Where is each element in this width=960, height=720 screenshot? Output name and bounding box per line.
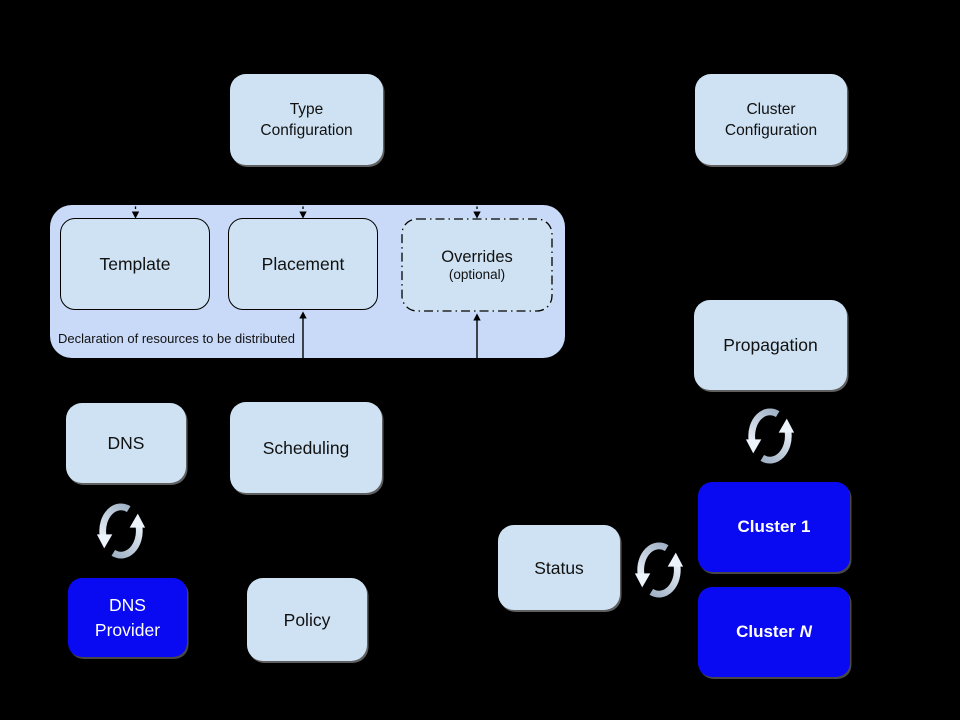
node-dns: DNS [66,403,186,483]
node-cluster-1: Cluster 1 [698,482,850,572]
overrides-label: Overrides [441,248,513,266]
node-dns-provider: DNS Provider [68,578,187,657]
node-type-configuration: Type Configuration [230,74,383,165]
overrides-sublabel: (optional) [448,267,506,282]
node-overrides: Overrides (optional) [401,218,553,312]
node-placement: Placement [228,218,378,310]
resource-declaration-group: Template Placement Overrides (optional) … [50,205,565,358]
cluster-n-prefix: Cluster [736,622,795,641]
node-template: Template [60,218,210,310]
cluster-1-prefix: Cluster [737,517,797,536]
declaration-note: Declaration of resources to be distribut… [58,331,296,346]
sync-cycle-icon [94,495,148,567]
sync-cycle-icon [743,400,797,472]
node-policy: Policy [247,578,367,661]
cluster-1-suffix: 1 [801,517,811,536]
node-cluster-n: Cluster N [698,587,850,677]
cluster-n-suffix: N [799,622,812,641]
node-cluster-configuration: Cluster Configuration [695,74,847,165]
node-propagation: Propagation [694,300,847,390]
node-status: Status [498,525,620,610]
node-scheduling: Scheduling [230,402,382,493]
sync-cycle-icon [632,534,686,606]
